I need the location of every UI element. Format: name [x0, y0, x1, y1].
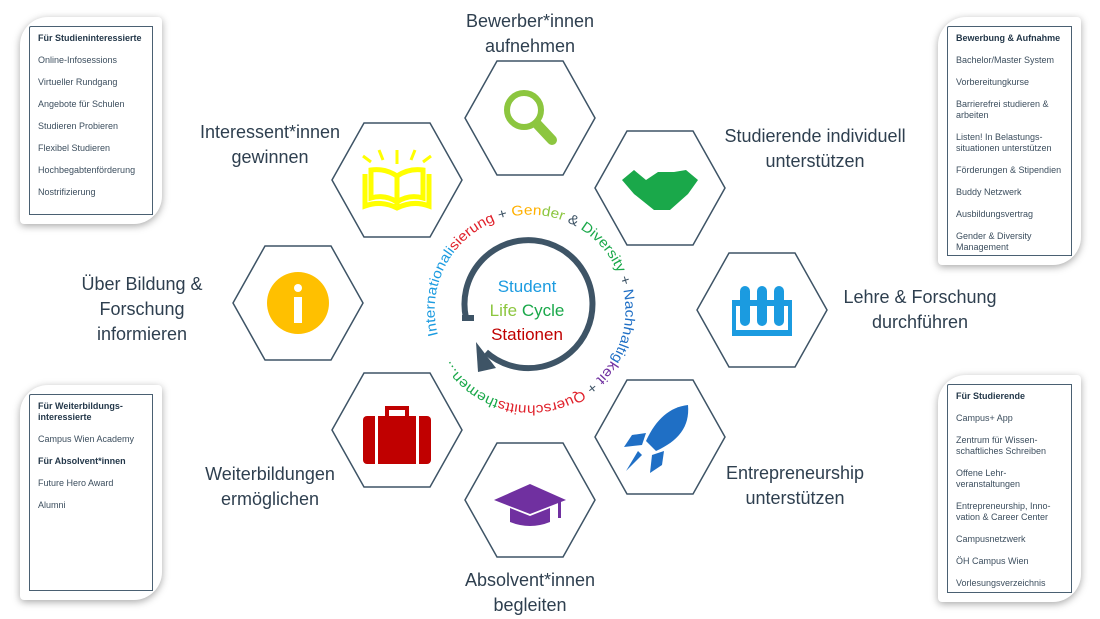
- box-link[interactable]: Offene Lehr-veranstaltungen: [956, 468, 1021, 489]
- box-link[interactable]: Vorlesungsverzeichnis: [956, 578, 1046, 588]
- handshake-icon: [622, 170, 698, 210]
- box-link[interactable]: Virtueller Rundgang: [38, 77, 118, 87]
- hex-absolvent[interactable]: [464, 442, 596, 558]
- info-box-bewerbung: Bewerbung & Aufnahme Bachelor/Master Sys…: [938, 17, 1081, 265]
- box-heading: Für Studierende: [956, 391, 1026, 401]
- box-link[interactable]: Campus Wien Academy: [38, 434, 135, 444]
- hex-informieren[interactable]: [232, 245, 364, 361]
- box-link[interactable]: Campus+ App: [956, 413, 1013, 423]
- test-tubes-icon: [732, 286, 792, 336]
- box-link[interactable]: Ausbildungsvertrag: [956, 209, 1034, 219]
- magnifier-icon: [504, 90, 557, 145]
- box-link[interactable]: ÖH Campus Wien: [956, 556, 1029, 566]
- box-heading: Für Weiterbildungs-interessierte: [38, 401, 123, 422]
- box-link[interactable]: Campusnetzwerk: [956, 534, 1026, 544]
- box-link[interactable]: Studieren Probieren: [38, 121, 119, 131]
- box-link[interactable]: Förderungen & Stipendien: [956, 165, 1062, 175]
- box-link[interactable]: Buddy Netzwerk: [956, 187, 1022, 197]
- info-box-weiterbildung: Für Weiterbildungs-interessierte Campus …: [20, 385, 162, 600]
- info-box-studieninteressierte: Für Studieninteressierte Online-Infosess…: [20, 17, 162, 224]
- box-link[interactable]: Angebote für Schulen: [38, 99, 125, 109]
- center-title-stationen: Stationen: [491, 325, 563, 344]
- center-title-life-cycle: Life Cycle: [490, 301, 565, 320]
- box-link[interactable]: Barrierefrei studieren & arbeiten: [956, 99, 1049, 120]
- box-link[interactable]: Future Hero Award: [38, 478, 114, 488]
- info-box-studierende: Für Studierende Campus+ App Zentrum für …: [938, 375, 1081, 602]
- box-link[interactable]: Alumni: [38, 500, 66, 510]
- hex-weiterbildung[interactable]: [331, 372, 463, 488]
- rocket-icon: [624, 405, 689, 473]
- box-heading: Für Absolvent*innen: [38, 456, 126, 466]
- box-link[interactable]: Vorbereitungkurse: [956, 77, 1030, 87]
- box-link[interactable]: Nostrifizierung: [38, 187, 96, 197]
- center-title-student: Student: [498, 277, 557, 296]
- box-link[interactable]: Hochbegabtenförderung: [38, 165, 136, 175]
- hex-entrepreneurship[interactable]: [594, 379, 726, 495]
- box-link[interactable]: Entrepreneurship, Inno-vation & Career C…: [956, 501, 1051, 522]
- box-link[interactable]: Online-Infosessions: [38, 55, 118, 65]
- info-icon: [267, 272, 329, 334]
- hex-interessenten[interactable]: [331, 122, 463, 238]
- hex-lehre[interactable]: [696, 252, 828, 368]
- box-link[interactable]: Bachelor/Master System: [956, 55, 1055, 65]
- open-book-icon: [362, 149, 432, 211]
- hex-studierende[interactable]: [594, 130, 726, 246]
- graduation-cap-icon: [494, 484, 566, 526]
- box-link[interactable]: Flexibel Studieren: [38, 143, 111, 153]
- box-link[interactable]: Gender & Diversity Management: [956, 231, 1032, 252]
- box-heading: Für Studieninteressierte: [38, 33, 142, 43]
- briefcase-icon: [363, 406, 431, 464]
- box-heading: Bewerbung & Aufnahme: [956, 33, 1061, 43]
- cycle-arrow: [461, 237, 596, 372]
- hex-bewerber[interactable]: [464, 60, 596, 176]
- box-link[interactable]: Listen! In Belastungs-situationen unters…: [956, 132, 1052, 153]
- box-link[interactable]: Zentrum für Wissen-schaftliches Schreibe…: [956, 435, 1047, 456]
